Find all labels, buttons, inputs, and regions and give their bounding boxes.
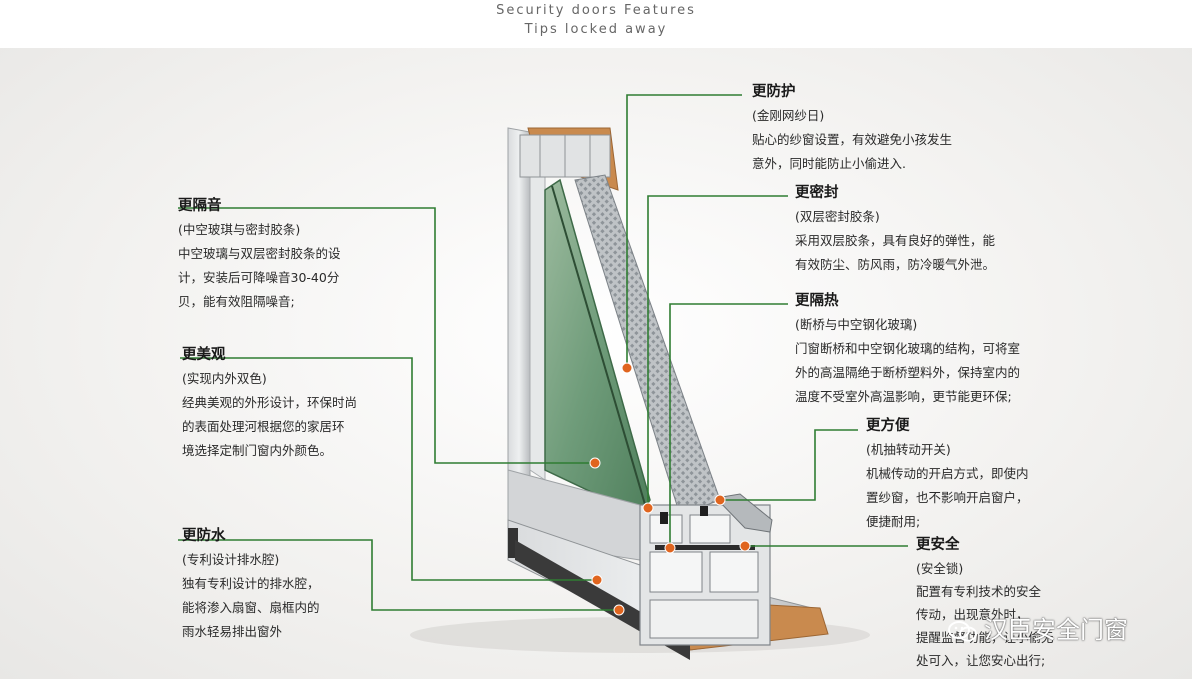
gasket-strip [508,528,518,558]
callout-line: 贴心的纱窗设置，有效避免小孩发生 [752,132,953,147]
callout-line: 传动，出现意外时， [916,607,1029,622]
callout-subtitle: (机抽转动开关) [866,442,951,457]
callout-line: 中空玻璃与双层密封胶条的设 [178,246,341,261]
callout-fangshui: 更防水 (专利设计排水腔) 独有专利设计的排水腔， 能将渗入扇窗、扇框内的 雨水… [182,524,320,644]
callout-line: 独有专利设计的排水腔， [182,576,320,591]
callout-subtitle: (中空玻琪与密封胶条) [178,222,301,237]
callout-line: 境选择定制门窗内外颜色。 [182,443,333,458]
marker-dot-fangbian [714,494,726,506]
profile-chamber [689,514,731,544]
callout-line: 贝，能有效阻隔噪音; [178,294,295,309]
wechat-icon [948,621,977,642]
marker-dot-geyin [589,457,601,469]
leader-line-geyin [178,207,593,464]
thermal-break [655,545,755,550]
marker-dot-fanghu [621,362,633,374]
callout-line: 能将渗入扇窗、扇框内的 [182,600,320,615]
callout-title: 更隔音 [178,198,222,214]
leader-line-gere [669,303,788,545]
callout-line: 计，安装后可降噪音30-40分 [178,270,340,285]
header-subtitle: Tips locked away [524,22,668,37]
callout-title: 更防水 [182,528,226,544]
callout-meiguan: 更美观 (实现内外双色) 经典美观的外形设计，环保时尚 的表面处理河根据您的家居… [182,343,357,463]
leader-line-mifeng [647,195,788,505]
header-title: Security doors Features [496,3,696,18]
header-bar: Security doors Features Tips locked away [0,0,1192,48]
callout-line: 处可入，让您安心出行; [916,653,1046,668]
leader-line-fangshui [178,539,618,611]
callout-title: 更安全 [916,537,960,553]
callout-subtitle: (实现内外双色) [182,371,267,386]
callout-title: 更美观 [182,347,226,363]
callout-subtitle: (断桥与中空钢化玻璃) [795,317,918,332]
callout-line: 有效防尘、防风雨，防冷暖气外泄。 [795,257,996,272]
callout-line: 的表面处理河根据您的家居环 [182,419,345,434]
watermark: 汉臣安全门窗 [948,610,1128,645]
glass-spacer [551,185,647,509]
callout-title: 更方便 [866,418,910,434]
callout-subtitle: (金刚网纱日) [752,108,825,123]
leader-line-meiguan [180,357,596,581]
callout-fanghu: 更防护 (金刚网纱日) 贴心的纱窗设置，有效避免小孩发生 意外，同时能防止小偷进… [752,80,952,176]
crank-handle [714,493,773,533]
callout-line: 便捷耐用; [866,514,921,529]
leader-line-fangbian [722,429,858,501]
callout-fangbian: 更方便 (机抽转动开关) 机械传动的开启方式，即使内 置纱窗，也不影响开启窗户，… [866,414,1029,534]
callout-subtitle: (安全锁) [916,561,964,576]
callout-line: 门窗断桥和中空钢化玻璃的结构，可将室 [795,341,1021,356]
profile-chamber [649,599,759,639]
callout-geyin: 更隔音 (中空玻琪与密封胶条) 中空玻璃与双层密封胶条的设 计，安装后可降噪音3… [178,194,341,314]
marker-dot-mifeng [642,502,654,514]
profile-chamber [649,551,703,593]
leader-line-fanghu [626,94,742,368]
callout-gere: 更隔热 (断桥与中空钢化玻璃) 门窗断桥和中空钢化玻璃的结构，可将室 外的高温隔… [795,289,1020,409]
callout-line: 外的高温隔绝于断桥塑料外，保持室内的 [795,365,1021,380]
profile-chamber [709,551,759,593]
callout-anquan: 更安全 (安全锁) 配置有专利技术的安全 传动，出现意外时， 提醒监督功能，让小… [916,534,1054,672]
watermark-text: 汉臣安全门窗 [984,616,1128,644]
seal-strip [700,506,708,516]
callout-line: 经典美观的外形设计，环保时尚 [182,395,358,410]
callout-subtitle: (专利设计排水腔) [182,552,280,567]
callout-subtitle: (双层密封胶条) [795,209,880,224]
callout-title: 更隔热 [795,293,839,309]
seal-strip [660,512,668,524]
marker-dot-anquan [739,540,751,552]
callout-line: 置纱窗，也不影响开启窗户， [866,490,1029,505]
callout-line: 机械传动的开启方式，即使内 [866,466,1029,481]
marker-dot-meiguan [591,574,603,586]
callout-title: 更防护 [752,84,796,100]
callout-line: 采用双层胶条，具有良好的弹性，能 [795,233,996,248]
callout-line: 意外，同时能防止小偷进入. [752,156,906,171]
marker-dot-gere [664,542,676,554]
marker-dot-fangshui [613,604,625,616]
callout-line: 配置有专利技术的安全 [916,584,1042,599]
callout-line: 温度不受室外高温影响，更节能更环保; [795,389,1012,404]
callout-title: 更密封 [795,185,839,201]
callout-line: 雨水轻易排出窗外 [182,624,283,639]
vertical-frame-inner [529,131,546,481]
callout-mifeng: 更密封 (双层密封胶条) 采用双层胶条，具有良好的弹性，能 有效防尘、防风雨，防… [795,181,995,277]
